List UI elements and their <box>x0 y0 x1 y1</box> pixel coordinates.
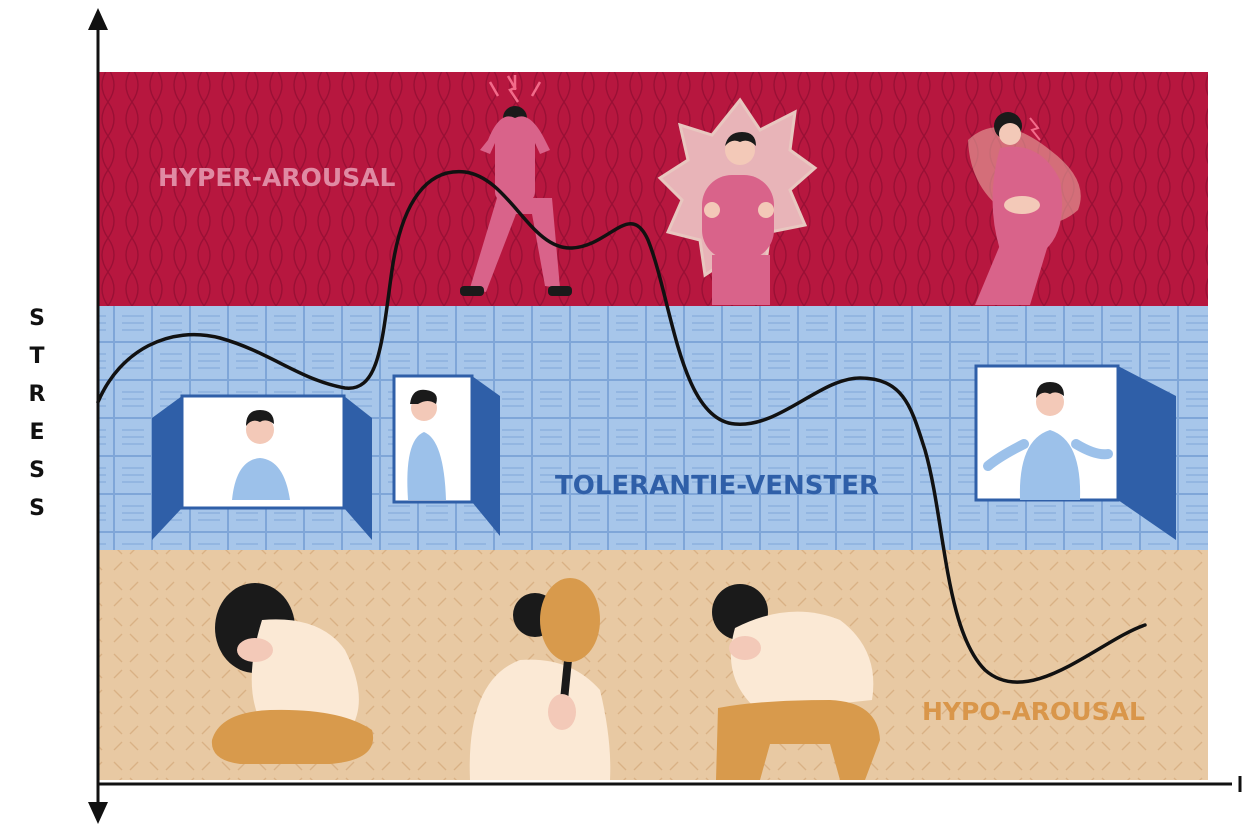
y-axis-label-letter: S <box>22 452 52 490</box>
y-axis-arrow-up <box>88 8 108 30</box>
y-axis-arrow-down <box>88 802 108 824</box>
y-axis-label-letter: S <box>22 490 52 528</box>
hyper-arousal-label: HYPER-AROUSAL <box>158 163 396 192</box>
hypo-arousal-label: HYPO-AROUSAL <box>922 697 1145 726</box>
y-axis-label-letter: S <box>22 300 52 338</box>
y-axis-label-letter: T <box>22 338 52 376</box>
y-axis-label-letter: E <box>22 414 52 452</box>
tolerance-window-label: TOLERANTIE-VENSTER <box>555 471 879 501</box>
y-axis-label-letter: R <box>22 376 52 414</box>
y-axis-label: S T R E S S <box>22 300 52 528</box>
